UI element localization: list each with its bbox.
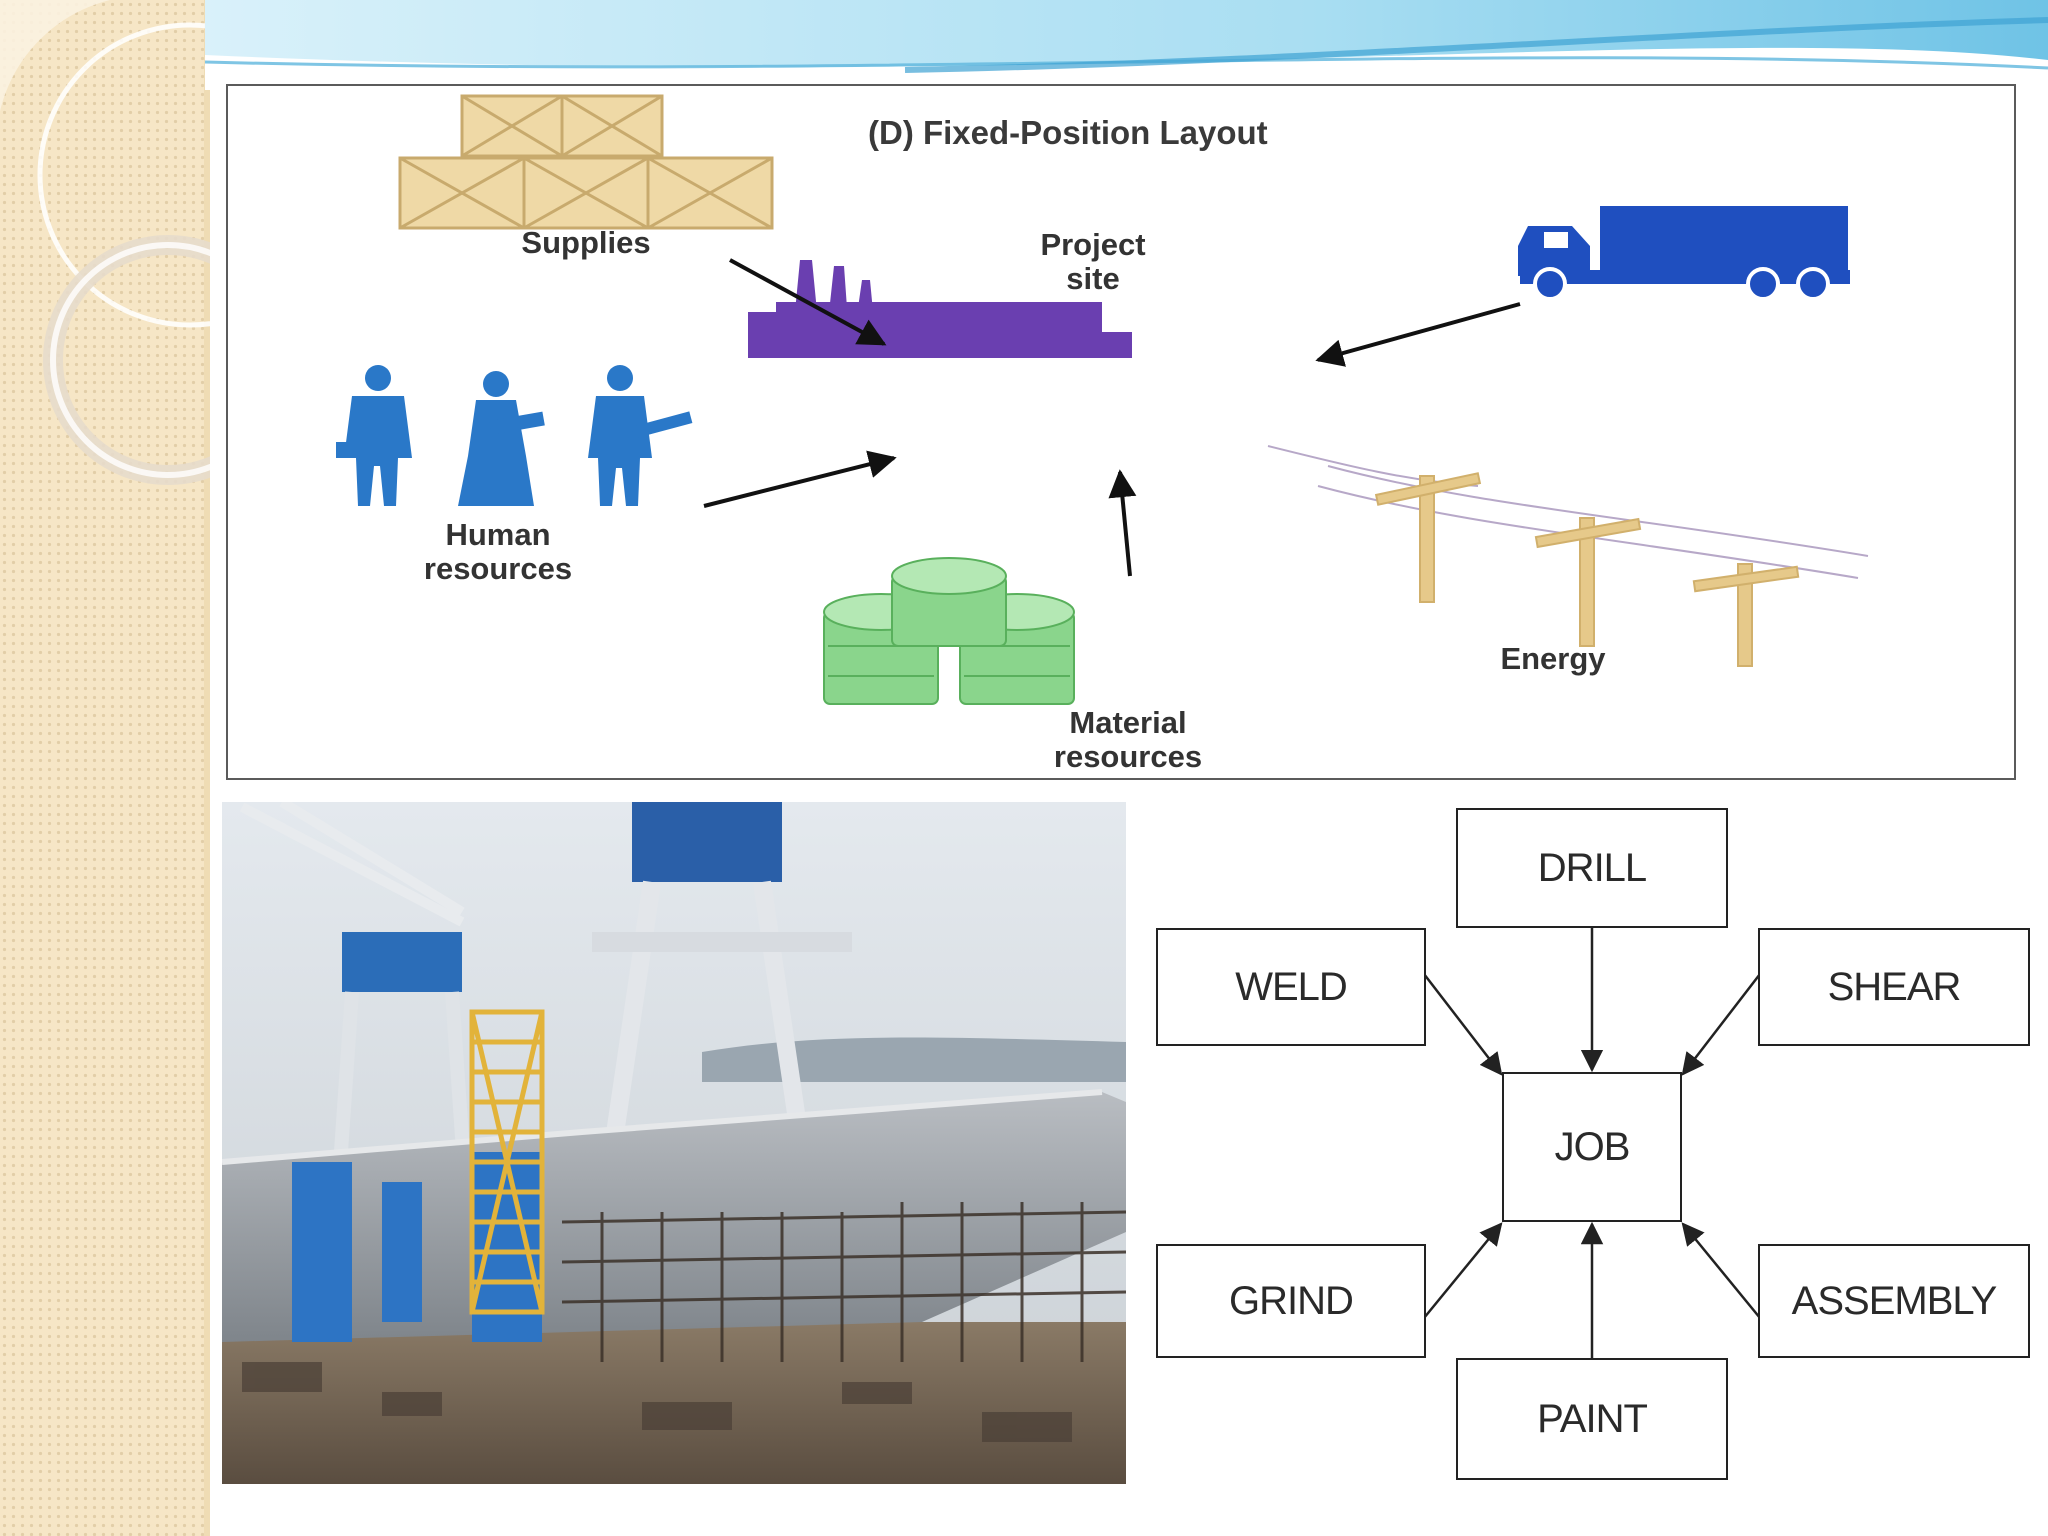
- label-project-site-line1: Project: [1040, 227, 1146, 262]
- process-arrows: [1423, 928, 1761, 1358]
- figure-title: (D) Fixed-Position Layout: [868, 114, 1268, 151]
- process-box-grind: GRIND: [1156, 1244, 1426, 1358]
- top-wave-band: [205, 0, 2048, 90]
- arrow-human-resources: [703, 450, 897, 508]
- shipyard-photo-icon: [222, 802, 1126, 1484]
- job-process-diagram: DRILL WELD SHEAR JOB GRIND ASSEMBLY PAIN…: [1150, 800, 2040, 1500]
- crates-icon: [398, 94, 774, 230]
- label-material-line1: Material: [1069, 705, 1187, 740]
- label-material-line2: resources: [1053, 739, 1203, 774]
- label-energy: Energy: [1500, 641, 1606, 676]
- label-supplies: Supplies: [521, 225, 651, 260]
- label-human-line1: Human: [445, 517, 551, 552]
- decorative-rings-icon: [0, 0, 210, 485]
- process-box-weld: WELD: [1156, 928, 1426, 1046]
- label-material-resources: Material resources: [1008, 706, 1248, 774]
- label-project-site: Project site: [978, 228, 1208, 296]
- strip-edge: [204, 0, 210, 1536]
- arrow-material-resources: [1108, 469, 1137, 577]
- factory-icon: [748, 260, 1132, 358]
- people-icon: [336, 365, 693, 506]
- arrow-shear-job: [1681, 973, 1761, 1076]
- power-lines-icon: [1267, 445, 1869, 667]
- arrow-grind-job: [1423, 1222, 1503, 1319]
- arrow-weld-job: [1423, 973, 1503, 1076]
- truck-icon: [1518, 206, 1850, 301]
- label-human-resources: Human resources: [388, 518, 608, 586]
- decorative-side-strip: [0, 0, 210, 1536]
- process-box-job: JOB: [1502, 1072, 1682, 1222]
- label-project-site-line2: site: [1066, 261, 1120, 296]
- arrow-assembly-job: [1681, 1222, 1761, 1319]
- label-human-line2: resources: [423, 551, 573, 586]
- fixed-position-layout-figure: (D) Fixed-Position Layout: [226, 84, 2016, 780]
- arrow-truck: [1315, 302, 1521, 367]
- arrow-supplies: [729, 258, 887, 346]
- process-box-paint: PAINT: [1456, 1358, 1728, 1480]
- barrels-icon: [823, 557, 1075, 705]
- process-box-shear: SHEAR: [1758, 928, 2030, 1046]
- process-box-drill: DRILL: [1456, 808, 1728, 928]
- process-box-assembly: ASSEMBLY: [1758, 1244, 2030, 1358]
- figure-graphics: [336, 94, 1869, 705]
